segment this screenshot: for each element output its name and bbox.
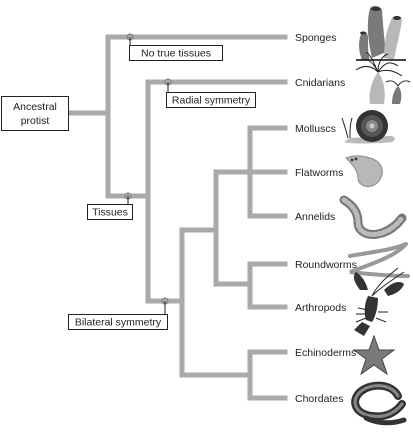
radial-symmetry-box bbox=[166, 92, 256, 108]
taxon-label-cnidarians: Cnidarians bbox=[295, 77, 345, 89]
taxon-label-chordates: Chordates bbox=[295, 393, 343, 405]
taxon-label-echinoderms: Echinoderms bbox=[295, 347, 356, 359]
character-labels: No true tissues Radial symmetry Tissues … bbox=[68, 37, 256, 330]
snail-icon bbox=[341, 110, 395, 144]
flatworm-icon bbox=[345, 155, 383, 187]
taxon-label-roundworms: Roundworms bbox=[295, 259, 357, 271]
tissues-box bbox=[87, 204, 133, 220]
no-true-tissues-label: No true tissues bbox=[141, 48, 211, 60]
earthworm-icon bbox=[339, 195, 407, 239]
starfish-icon bbox=[352, 334, 396, 376]
roundworm-icon bbox=[348, 242, 410, 278]
root-label-line1: Ancestral bbox=[13, 101, 57, 113]
taxon-label-flatworms: Flatworms bbox=[295, 167, 343, 179]
taxon-label-annelids: Annelids bbox=[295, 211, 335, 223]
root-label: Ancestral protist bbox=[1, 96, 69, 131]
root-label-line2: protist bbox=[21, 115, 50, 127]
eel-icon bbox=[351, 381, 407, 426]
tissues-label: Tissues bbox=[92, 207, 128, 219]
taxon-label-arthropods: Arthropods bbox=[295, 302, 346, 314]
bilateral-symmetry-label: Bilateral symmetry bbox=[75, 317, 162, 329]
radial-symmetry-label: Radial symmetry bbox=[172, 95, 251, 107]
sponge-icon bbox=[356, 5, 406, 61]
no-true-tissues-box bbox=[129, 45, 223, 61]
taxon-label-sponges: Sponges bbox=[295, 32, 336, 44]
taxon-label-molluscs: Molluscs bbox=[295, 123, 336, 135]
lobster-icon bbox=[353, 267, 405, 336]
animal-illustrations bbox=[339, 5, 411, 426]
bilateral-symmetry-box bbox=[68, 314, 168, 330]
root-label-box bbox=[1, 96, 69, 131]
taxon-labels: Sponges Cnidarians Molluscs Flatworms An… bbox=[295, 32, 357, 405]
cnidarian-icon bbox=[355, 51, 411, 104]
